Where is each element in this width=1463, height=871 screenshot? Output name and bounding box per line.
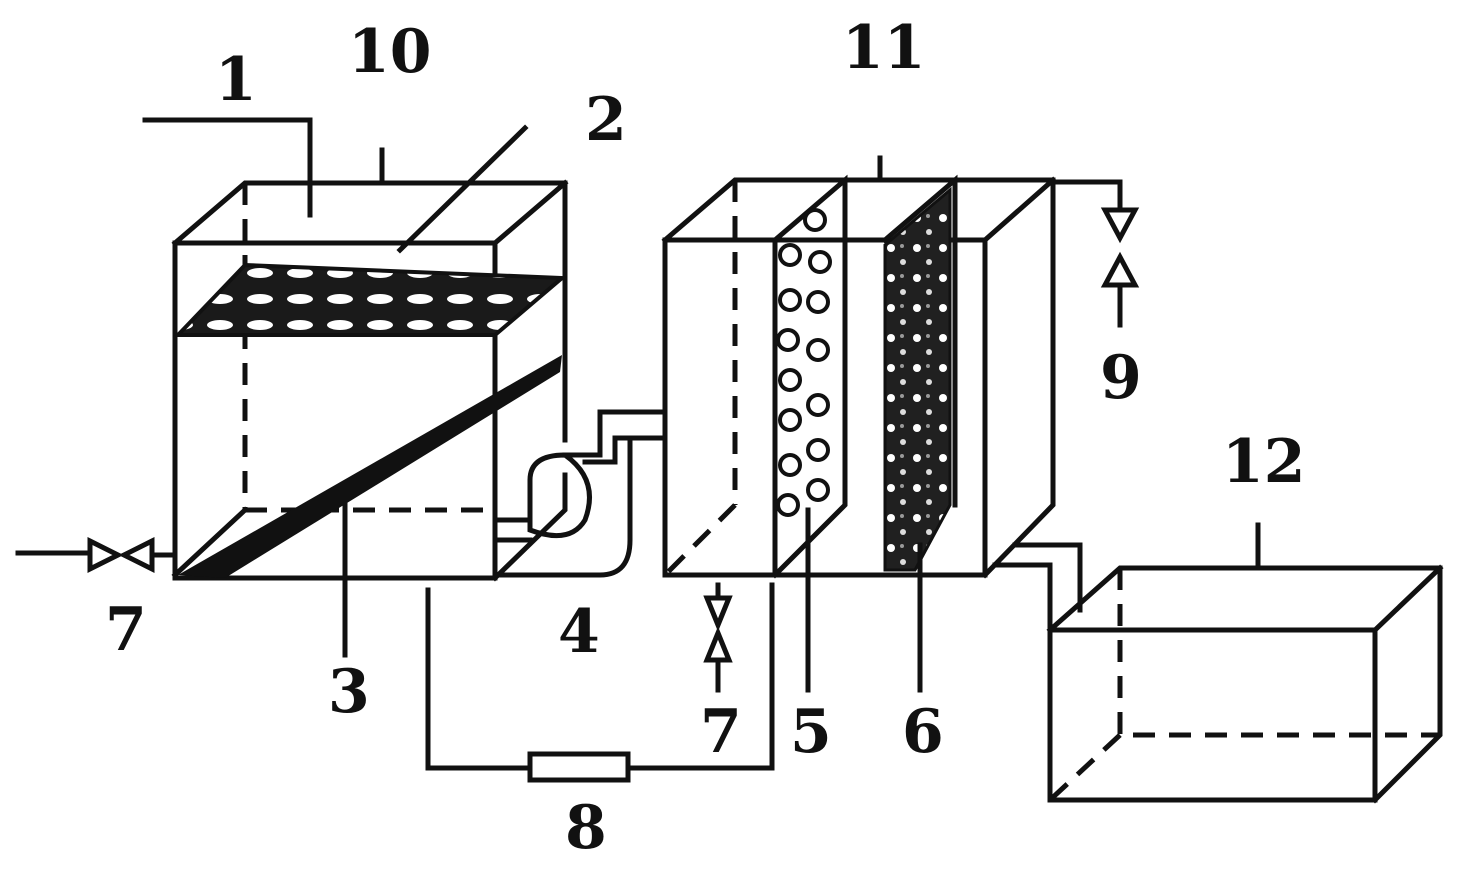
cell-11 [661, 174, 1057, 579]
label-7-bottom: 7 [700, 697, 742, 767]
inlet-valve-left [15, 536, 178, 574]
label-4: 4 [558, 597, 600, 667]
label-6: 6 [902, 697, 944, 767]
tank-12 [1046, 564, 1444, 804]
label-9: 9 [1100, 343, 1142, 413]
label-3: 3 [328, 657, 370, 727]
label-11: 11 [842, 13, 926, 83]
resistor-8 [425, 582, 775, 783]
inclined-plate [178, 355, 562, 578]
outlet-valve-9 [1050, 179, 1140, 328]
electrode-5 [776, 208, 832, 517]
label-8: 8 [565, 793, 607, 863]
label-12: 12 [1222, 427, 1306, 497]
electrode-6 [883, 186, 952, 572]
inlet-valve-bottom [703, 582, 733, 693]
pump-4 [497, 409, 668, 578]
label-7-left: 7 [105, 595, 147, 665]
label-1: 1 [215, 45, 257, 115]
drain-pipe [992, 542, 1083, 633]
label-10: 10 [348, 17, 432, 87]
label-5: 5 [790, 697, 832, 767]
mesh-screen [173, 262, 568, 337]
tank-10 [171, 179, 569, 582]
label-2: 2 [585, 85, 627, 155]
leader-lines [142, 117, 1261, 693]
